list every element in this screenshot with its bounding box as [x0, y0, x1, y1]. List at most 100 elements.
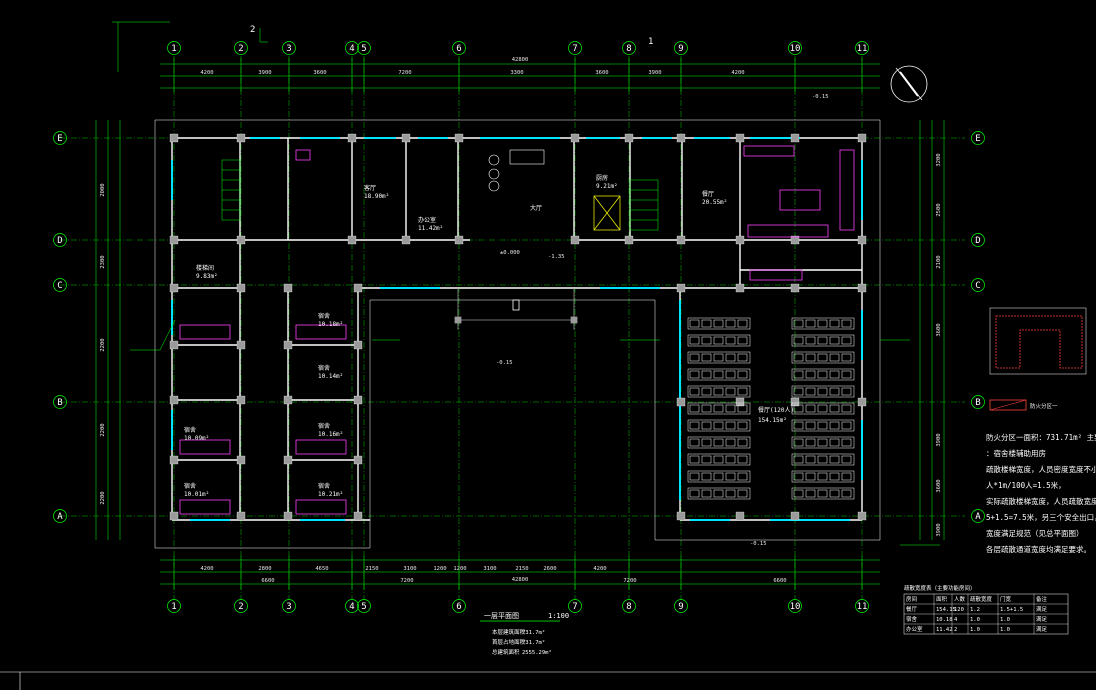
dining-seat: [725, 353, 736, 362]
drawing-scale: 1:100: [548, 612, 569, 620]
room-hall: 大厅: [530, 204, 542, 212]
dim-bottom-2: 7200: [623, 578, 636, 584]
axis-label-col: 1: [171, 44, 176, 54]
axis-bubble-col: [234, 599, 248, 613]
dining-seat: [701, 336, 712, 345]
dining-seat: [817, 336, 828, 345]
dining-seat: [713, 387, 724, 396]
axis-bubble-col: [788, 599, 802, 613]
axis-bubble-row: [971, 278, 985, 292]
axis-label-col: 9: [678, 44, 683, 54]
table-cell: 120: [954, 607, 964, 613]
column: [169, 511, 179, 521]
level-outdoor-north: -0.15: [812, 94, 829, 100]
note-1: 防火分区一面积：731.71m² 主要功能: [986, 432, 1096, 442]
dining-seat: [725, 421, 736, 430]
dining-seat: [805, 387, 816, 396]
dining-seat: [737, 472, 748, 481]
axis-label-col: 9: [678, 602, 683, 612]
column: [857, 235, 867, 245]
dim-bottom: 2800: [258, 566, 271, 572]
dining-seat: [725, 370, 736, 379]
dining-seat: [829, 421, 840, 430]
column: [353, 395, 363, 405]
axis-label-col: 6: [456, 44, 461, 54]
axis-label-col: 6: [456, 602, 461, 612]
room-office-area: 11.42m²: [418, 225, 443, 232]
room-dorm-3-area: 10.21m²: [318, 491, 343, 498]
dim-right: 3600: [936, 479, 942, 492]
column: [790, 235, 800, 245]
column: [401, 133, 411, 143]
dining-seat: [817, 455, 828, 464]
dining-seat: [817, 438, 828, 447]
dining-seat: [793, 319, 804, 328]
table-cell: 2: [954, 627, 957, 633]
axis-label-row: A: [975, 512, 981, 522]
dining-seat: [701, 455, 712, 464]
axis-bubble-row: [971, 509, 985, 523]
column: [790, 511, 800, 521]
dining-seat: [805, 319, 816, 328]
column: [169, 283, 179, 293]
axis-label-col: 5: [361, 602, 366, 612]
dim-bottom-2: 6600: [261, 578, 274, 584]
axis-label-row: D: [975, 236, 980, 246]
dining-table: [687, 436, 751, 449]
dining-seat: [841, 336, 852, 345]
eaves-outline: [154, 119, 881, 549]
dining-seat: [793, 387, 804, 396]
column: [401, 235, 411, 245]
dim-bottom: 4650: [315, 566, 328, 572]
dining-seat: [701, 472, 712, 481]
column: [570, 235, 580, 245]
key-plan: 防火分区一: [989, 307, 1087, 411]
dim-bottom: 2150: [365, 566, 378, 572]
axis-label-row: A: [57, 512, 63, 522]
dining-seat: [737, 370, 748, 379]
dining-seat: [701, 319, 712, 328]
note-5: 实际疏散楼梯宽度，人员疏散宽度约1.5+1: [986, 496, 1096, 506]
dim-top: 4200: [200, 70, 213, 76]
dining-seat: [701, 404, 712, 413]
dining-seat: [725, 336, 736, 345]
column: [624, 133, 634, 143]
dim-bottom: 1200: [453, 566, 466, 572]
axis-label-col: 10: [790, 44, 801, 54]
table-header-cell: 门宽: [1000, 595, 1012, 603]
dim-bottom: 4200: [593, 566, 606, 572]
axis-bubble-col: [452, 599, 466, 613]
axis-bubble-col: [357, 41, 371, 55]
dining-seat: [689, 370, 700, 379]
room-kitchen-area: 9.21m²: [596, 183, 618, 190]
dining-seat: [841, 404, 852, 413]
axis-label-col: 3: [286, 602, 291, 612]
axis-bubble-col: [167, 41, 181, 55]
dining-seat: [713, 336, 724, 345]
table-cell: 1.0: [970, 627, 980, 633]
dining-seat: [805, 472, 816, 481]
column: [353, 340, 363, 350]
table-cell: 餐厅: [906, 605, 918, 613]
dining-table: [791, 368, 855, 381]
column: [570, 133, 580, 143]
dining-seat: [793, 421, 804, 430]
table-cell: 11.42: [936, 627, 953, 633]
level-courtyard: -0.15: [496, 360, 513, 366]
dim-bottom: 1200: [433, 566, 446, 572]
column: [676, 511, 686, 521]
dim-total-top: 42800: [512, 57, 529, 63]
room-dining-hall-area: 154.15m²: [758, 417, 787, 424]
axis-bubble-col: [855, 599, 869, 613]
column: [735, 397, 745, 407]
axis-label-col: 3: [286, 44, 291, 54]
table-header-cell: 房间: [906, 595, 917, 603]
dining-seat: [737, 404, 748, 413]
dining-seat: [737, 438, 748, 447]
dining-seat: [737, 421, 748, 430]
dim-right: 3200: [936, 153, 942, 166]
dining-table: [687, 334, 751, 347]
axis-bubble-row: [53, 395, 67, 409]
column: [735, 283, 745, 293]
